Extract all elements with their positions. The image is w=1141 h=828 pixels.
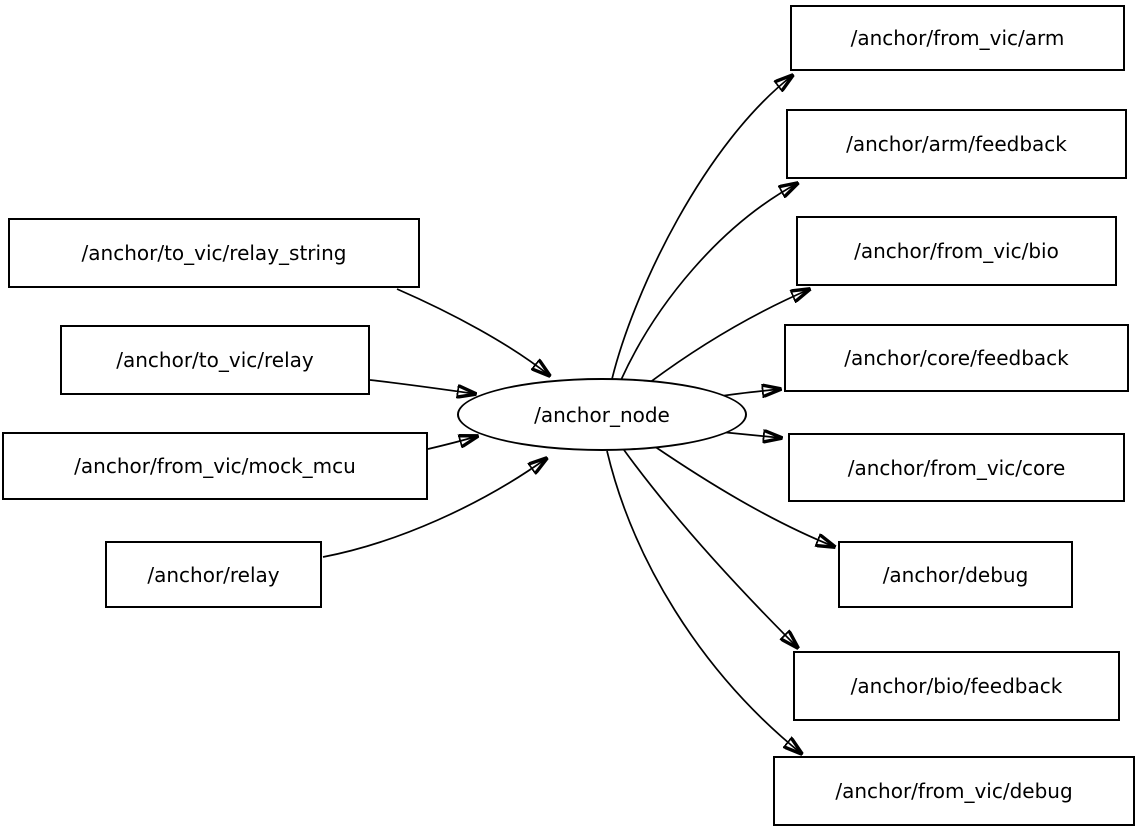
node-anchor-node: /anchor_node [457, 378, 747, 451]
topic-label: /anchor/relay [147, 562, 280, 587]
edge-anchor-node-to-from-vic-bio [648, 289, 810, 384]
topic-label: /anchor/from_vic/core [847, 455, 1066, 480]
topic-anchor-arm-feedback: /anchor/arm/feedback [786, 109, 1127, 179]
edge-anchor-node-to-debug [653, 445, 835, 547]
edge-to-vic-relay-string-to-anchor-node [396, 288, 550, 376]
topic-anchor-from-vic-mock-mcu: /anchor/from_vic/mock_mcu [2, 432, 428, 500]
topic-label: /anchor/from_vic/debug [835, 779, 1073, 803]
edge-to-vic-relay-to-anchor-node [369, 379, 476, 394]
edge-relay-to-anchor-node [322, 458, 547, 558]
topic-anchor-from-vic-core: /anchor/from_vic/core [788, 433, 1125, 502]
topic-label: /anchor/from_vic/arm [850, 26, 1065, 50]
topic-label: /anchor/from_vic/mock_mcu [74, 454, 356, 478]
topic-label: /anchor/arm/feedback [846, 132, 1067, 156]
edge-anchor-node-to-bio-feedback [623, 449, 798, 648]
topic-label: /anchor/debug [882, 562, 1029, 587]
topic-anchor-from-vic-bio: /anchor/from_vic/bio [796, 216, 1117, 286]
edge-anchor-node-to-from-vic-debug [606, 450, 802, 754]
topic-anchor-core-feedback: /anchor/core/feedback [784, 324, 1129, 392]
topic-label: /anchor/from_vic/bio [854, 239, 1059, 263]
topic-label: /anchor/to_vic/relay_string [81, 241, 347, 265]
edge-anchor-node-to-arm-feedback [620, 183, 798, 381]
topic-label: /anchor/core/feedback [844, 346, 1069, 370]
node-label: /anchor_node [534, 402, 670, 427]
topic-label: /anchor/bio/feedback [850, 674, 1063, 698]
topic-anchor-relay: /anchor/relay [105, 541, 322, 608]
topic-anchor-bio-feedback: /anchor/bio/feedback [793, 651, 1120, 721]
topic-label: /anchor/to_vic/relay [116, 348, 314, 372]
topic-anchor-to-vic-relay: /anchor/to_vic/relay [60, 325, 370, 395]
topic-anchor-from-vic-debug: /anchor/from_vic/debug [773, 756, 1135, 826]
edge-anchor-node-to-from-vic-core [720, 432, 782, 438]
edge-from-vic-mock-mcu-to-anchor-node [427, 436, 478, 450]
topic-anchor-debug: /anchor/debug [838, 541, 1073, 608]
edge-anchor-node-to-from-vic-arm [611, 75, 793, 380]
topic-anchor-from-vic-arm: /anchor/from_vic/arm [790, 5, 1125, 71]
edge-anchor-node-to-core-feedback [720, 389, 781, 396]
topic-anchor-to-vic-relay-string: /anchor/to_vic/relay_string [8, 218, 420, 288]
